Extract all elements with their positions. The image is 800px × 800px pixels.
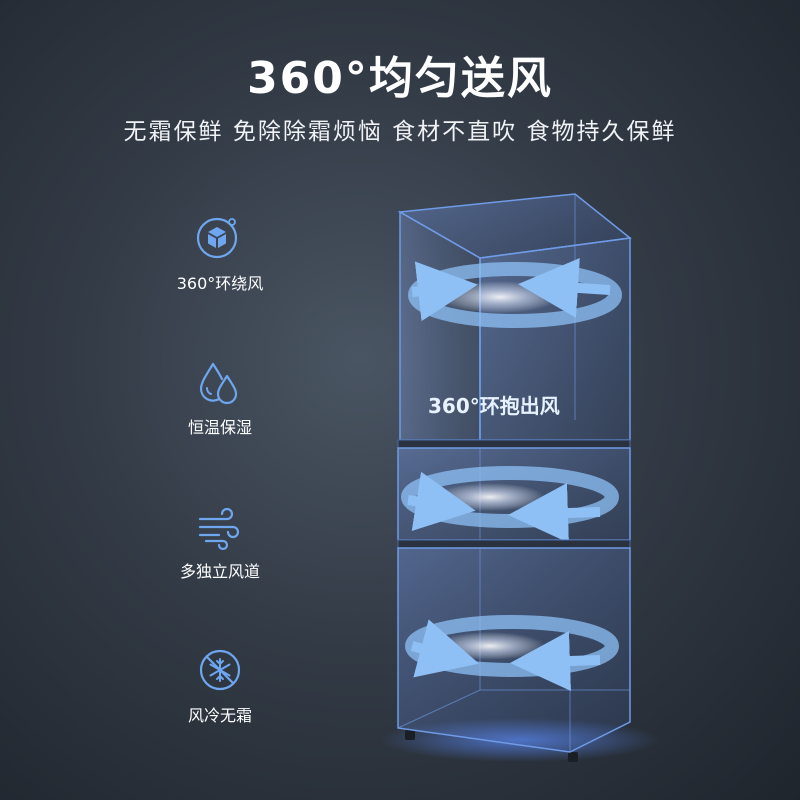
feature-humidity: 恒温保湿 <box>150 358 290 438</box>
feature-label: 恒温保湿 <box>187 418 252 437</box>
fridge-foot <box>405 730 415 740</box>
feature-independent-airducts: 多独立风道 <box>150 502 290 582</box>
fridge-top-compartment <box>397 193 632 441</box>
feature-label: 360°环绕风 <box>176 274 264 293</box>
fridge-bottom-compartment <box>397 539 631 753</box>
cube-airflow-icon <box>195 214 245 264</box>
feature-no-frost: 风冷无霜 <box>150 646 290 726</box>
feature-label: 多独立风道 <box>179 562 260 581</box>
wind-lines-icon <box>195 502 245 552</box>
page-subtitle: 无霜保鲜 免除除霜烦恼 食材不直吹 食物持久保鲜 <box>123 119 677 145</box>
feature-label: 风冷无霜 <box>187 706 252 725</box>
fridge-middle-compartment <box>397 439 631 544</box>
feature-360-airflow: 360°环绕风 <box>150 214 290 294</box>
fridge-foot <box>568 752 578 762</box>
page-title: 360°均匀送风 <box>247 53 553 104</box>
no-frost-icon <box>195 646 245 696</box>
water-drops-icon <box>195 358 245 408</box>
airflow-label: 360°环抱出风 <box>428 394 560 418</box>
